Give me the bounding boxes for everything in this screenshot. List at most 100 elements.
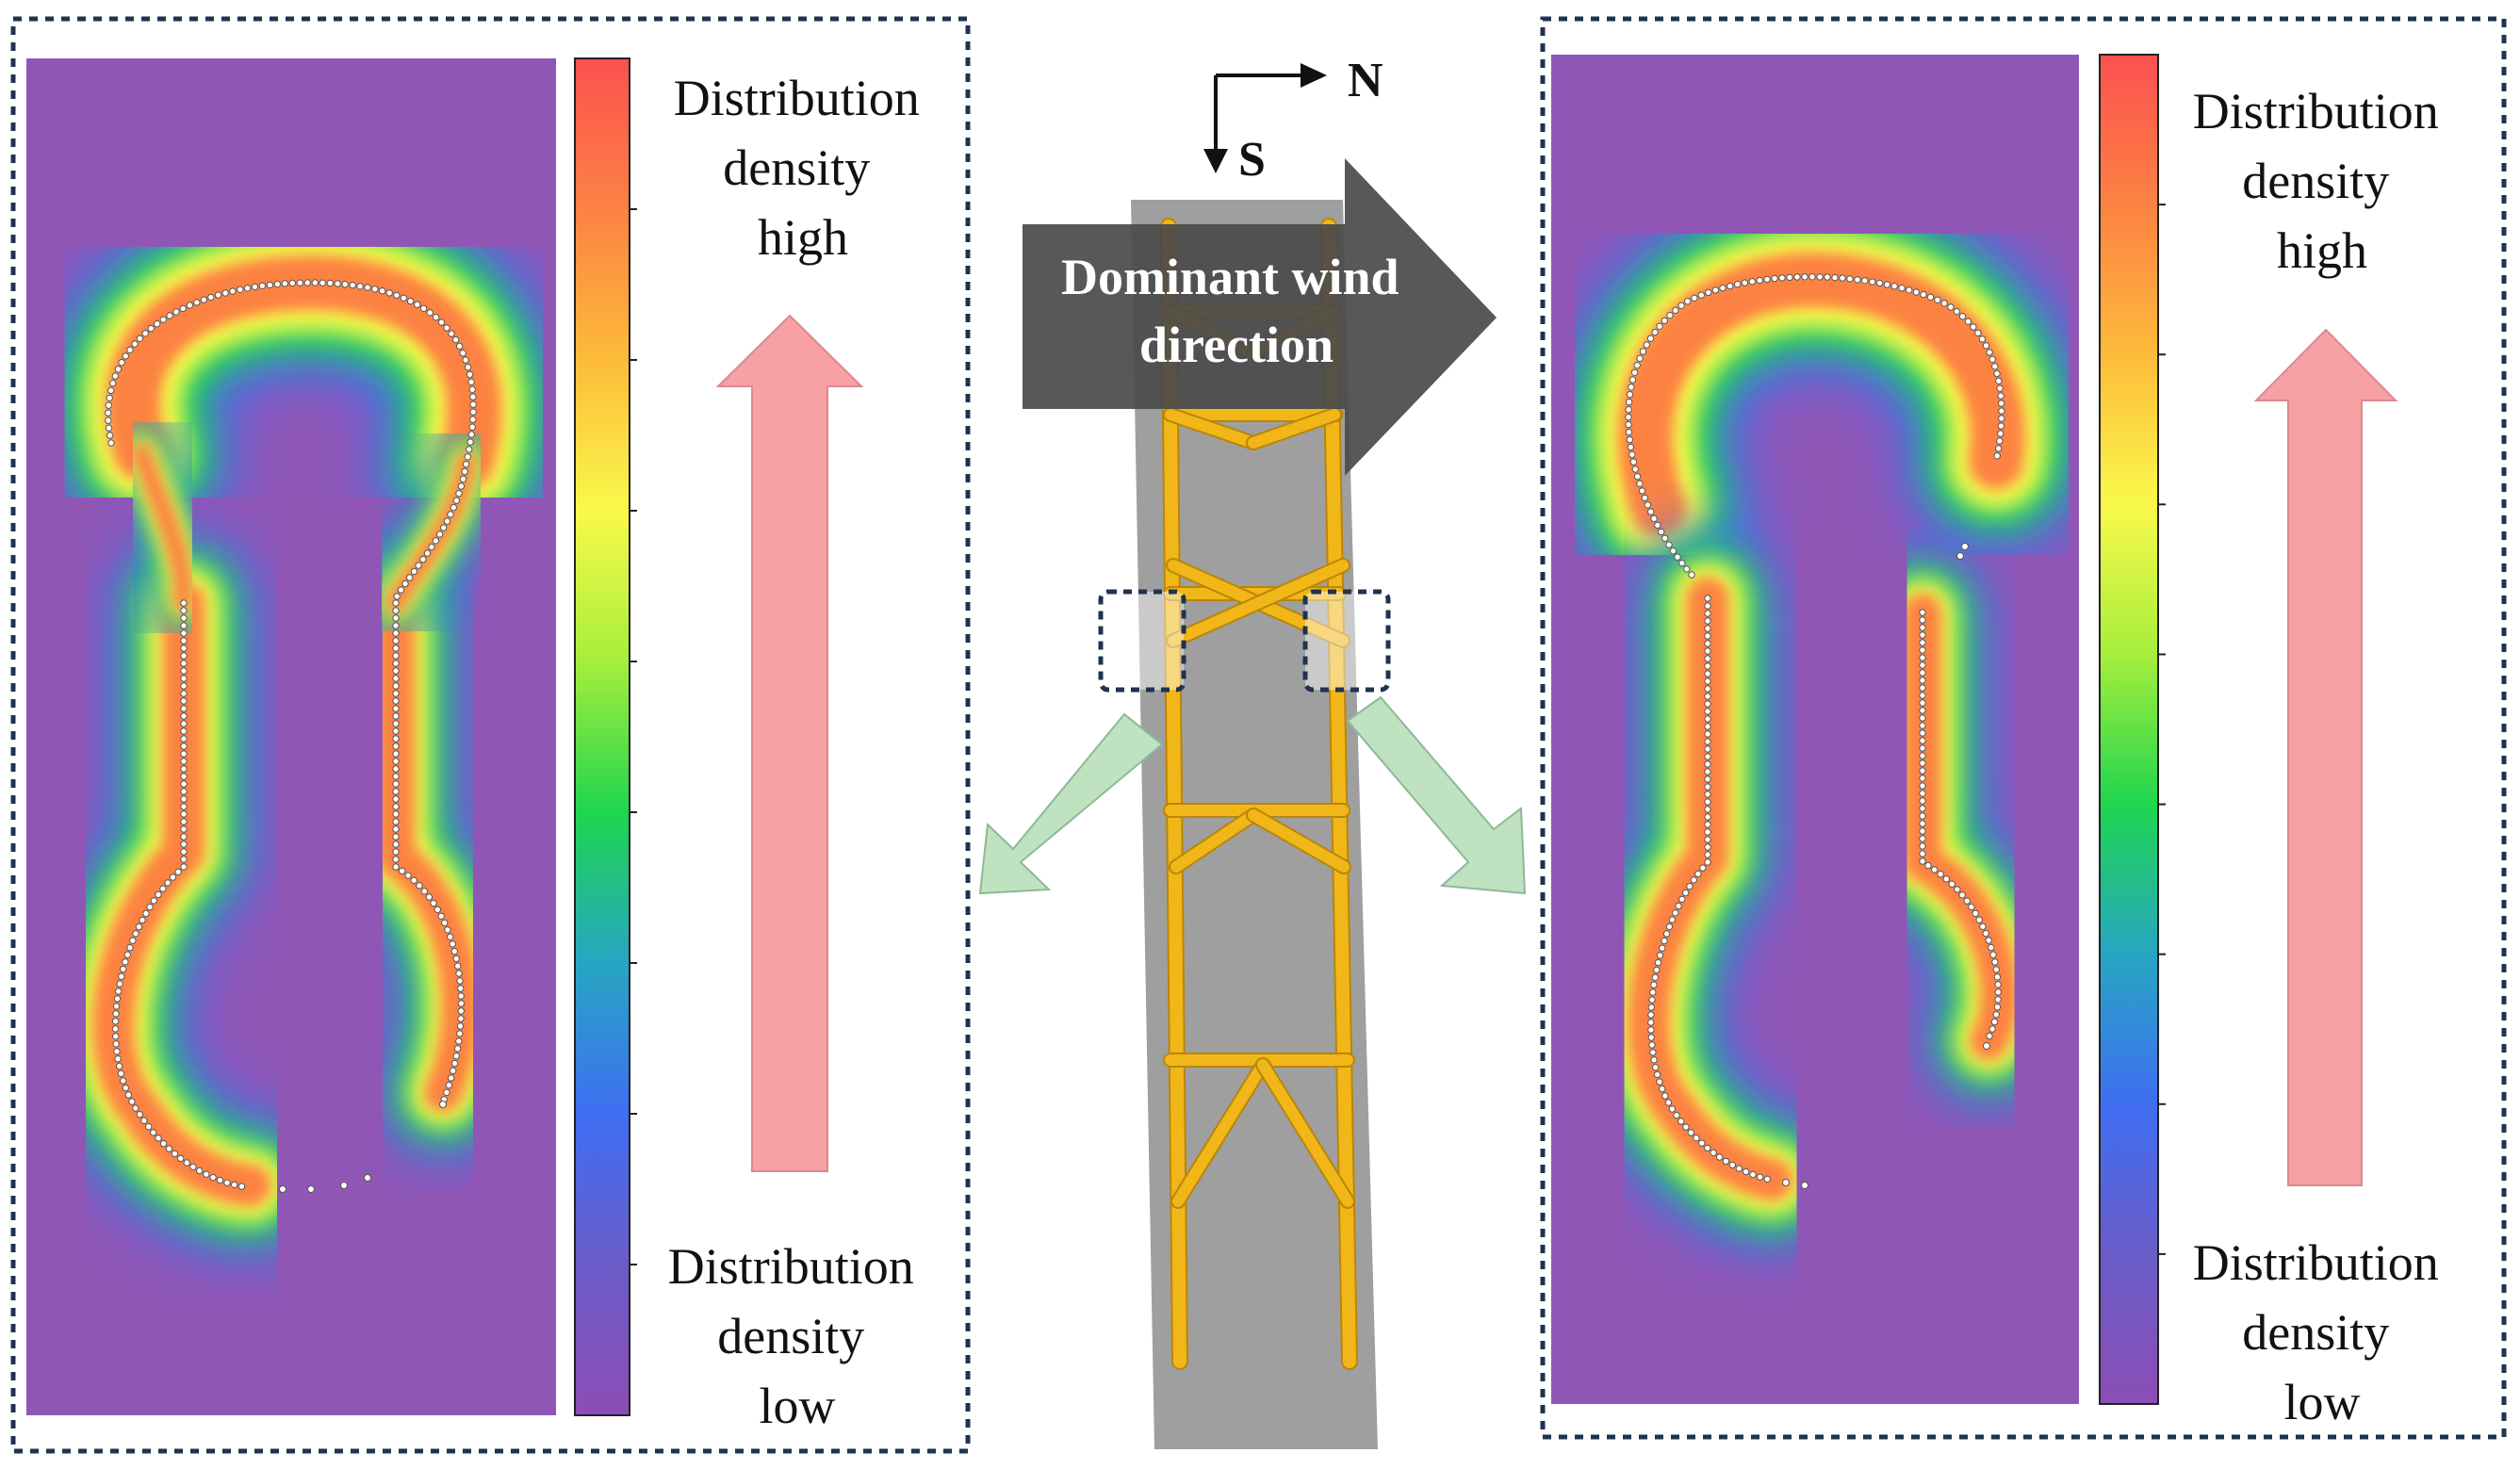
particle [371, 286, 379, 293]
particle [288, 279, 296, 287]
particle [1654, 521, 1661, 530]
particle [150, 897, 158, 905]
tower-member [1172, 1059, 1268, 1207]
particle [1919, 661, 1926, 669]
particle [107, 439, 115, 447]
particle [1786, 273, 1793, 282]
particle [448, 330, 455, 337]
particle [1948, 880, 1955, 888]
particle [392, 818, 400, 825]
particle [1704, 693, 1711, 700]
particle [1778, 274, 1786, 282]
particle [1940, 300, 1948, 307]
particle [392, 735, 400, 743]
particle [1854, 276, 1861, 284]
particle [120, 965, 127, 973]
particle [1997, 422, 2005, 430]
particle [1919, 805, 1926, 812]
particle [1920, 290, 1927, 299]
particle [1704, 595, 1711, 602]
particle [437, 318, 446, 326]
particle [1647, 1011, 1655, 1019]
particle [1839, 274, 1846, 282]
particle [1656, 952, 1664, 959]
particle [1996, 384, 2004, 392]
particle [1633, 362, 1641, 369]
particle [1704, 738, 1711, 745]
particle [141, 330, 149, 337]
particle [174, 868, 182, 876]
particle [392, 758, 400, 765]
particle [1733, 281, 1742, 288]
particle [214, 291, 222, 299]
particle [1646, 335, 1655, 342]
particle [1659, 944, 1666, 952]
particle [1919, 827, 1926, 835]
particle [209, 1173, 217, 1182]
particle [1992, 1011, 2000, 1019]
particle [1686, 882, 1694, 890]
particle [1937, 871, 1944, 878]
particle [392, 637, 400, 645]
particle [1997, 400, 2005, 407]
left-colorbar-ticks [630, 208, 637, 1265]
particle [419, 555, 427, 563]
particle [180, 705, 188, 712]
particle [1993, 973, 2002, 981]
particle [1919, 790, 1926, 797]
particle [1662, 930, 1671, 938]
particle [392, 607, 400, 614]
particle [281, 280, 288, 287]
particle [459, 475, 467, 482]
particle [1912, 288, 1921, 296]
particle [443, 324, 450, 332]
particle [180, 743, 188, 750]
particle [456, 977, 464, 985]
particle [1688, 571, 1695, 579]
particle [1704, 700, 1711, 708]
particle [180, 622, 188, 629]
particle [146, 903, 154, 911]
particle [447, 933, 454, 940]
particle [126, 346, 134, 353]
particle [1956, 552, 1964, 560]
particle [1994, 996, 2002, 1004]
particle [1919, 654, 1926, 661]
particle [1704, 768, 1711, 775]
particle [392, 788, 400, 795]
particle [1958, 313, 1967, 320]
particle [1625, 399, 1633, 406]
particle [392, 697, 400, 705]
particle [142, 909, 150, 918]
particle [1677, 302, 1685, 309]
particle [1919, 722, 1926, 729]
particle [392, 712, 400, 720]
particle [159, 316, 168, 323]
right-joint-highlight [1302, 589, 1391, 693]
particle [1704, 836, 1711, 843]
particle [1974, 329, 1982, 336]
particle [200, 296, 208, 303]
particle [410, 567, 418, 576]
particle [180, 818, 188, 825]
particle [1704, 828, 1711, 836]
particle [258, 282, 267, 289]
particle [1639, 348, 1647, 355]
wind-direction-label: Dominant wind direction [1061, 249, 1412, 373]
particle [1661, 937, 1668, 945]
compass-label-s: S [1238, 133, 1266, 187]
particle [1942, 875, 1951, 883]
particle [392, 773, 400, 780]
particle [1704, 670, 1711, 677]
particle [1698, 1139, 1706, 1147]
particle [1625, 428, 1633, 436]
particle [1683, 565, 1691, 573]
particle [118, 359, 125, 367]
particle [1704, 708, 1711, 715]
particle [378, 287, 386, 295]
particle [1919, 767, 1926, 775]
particle [1719, 284, 1726, 292]
particle [177, 1154, 185, 1163]
particle [440, 524, 448, 531]
particle [122, 958, 129, 966]
